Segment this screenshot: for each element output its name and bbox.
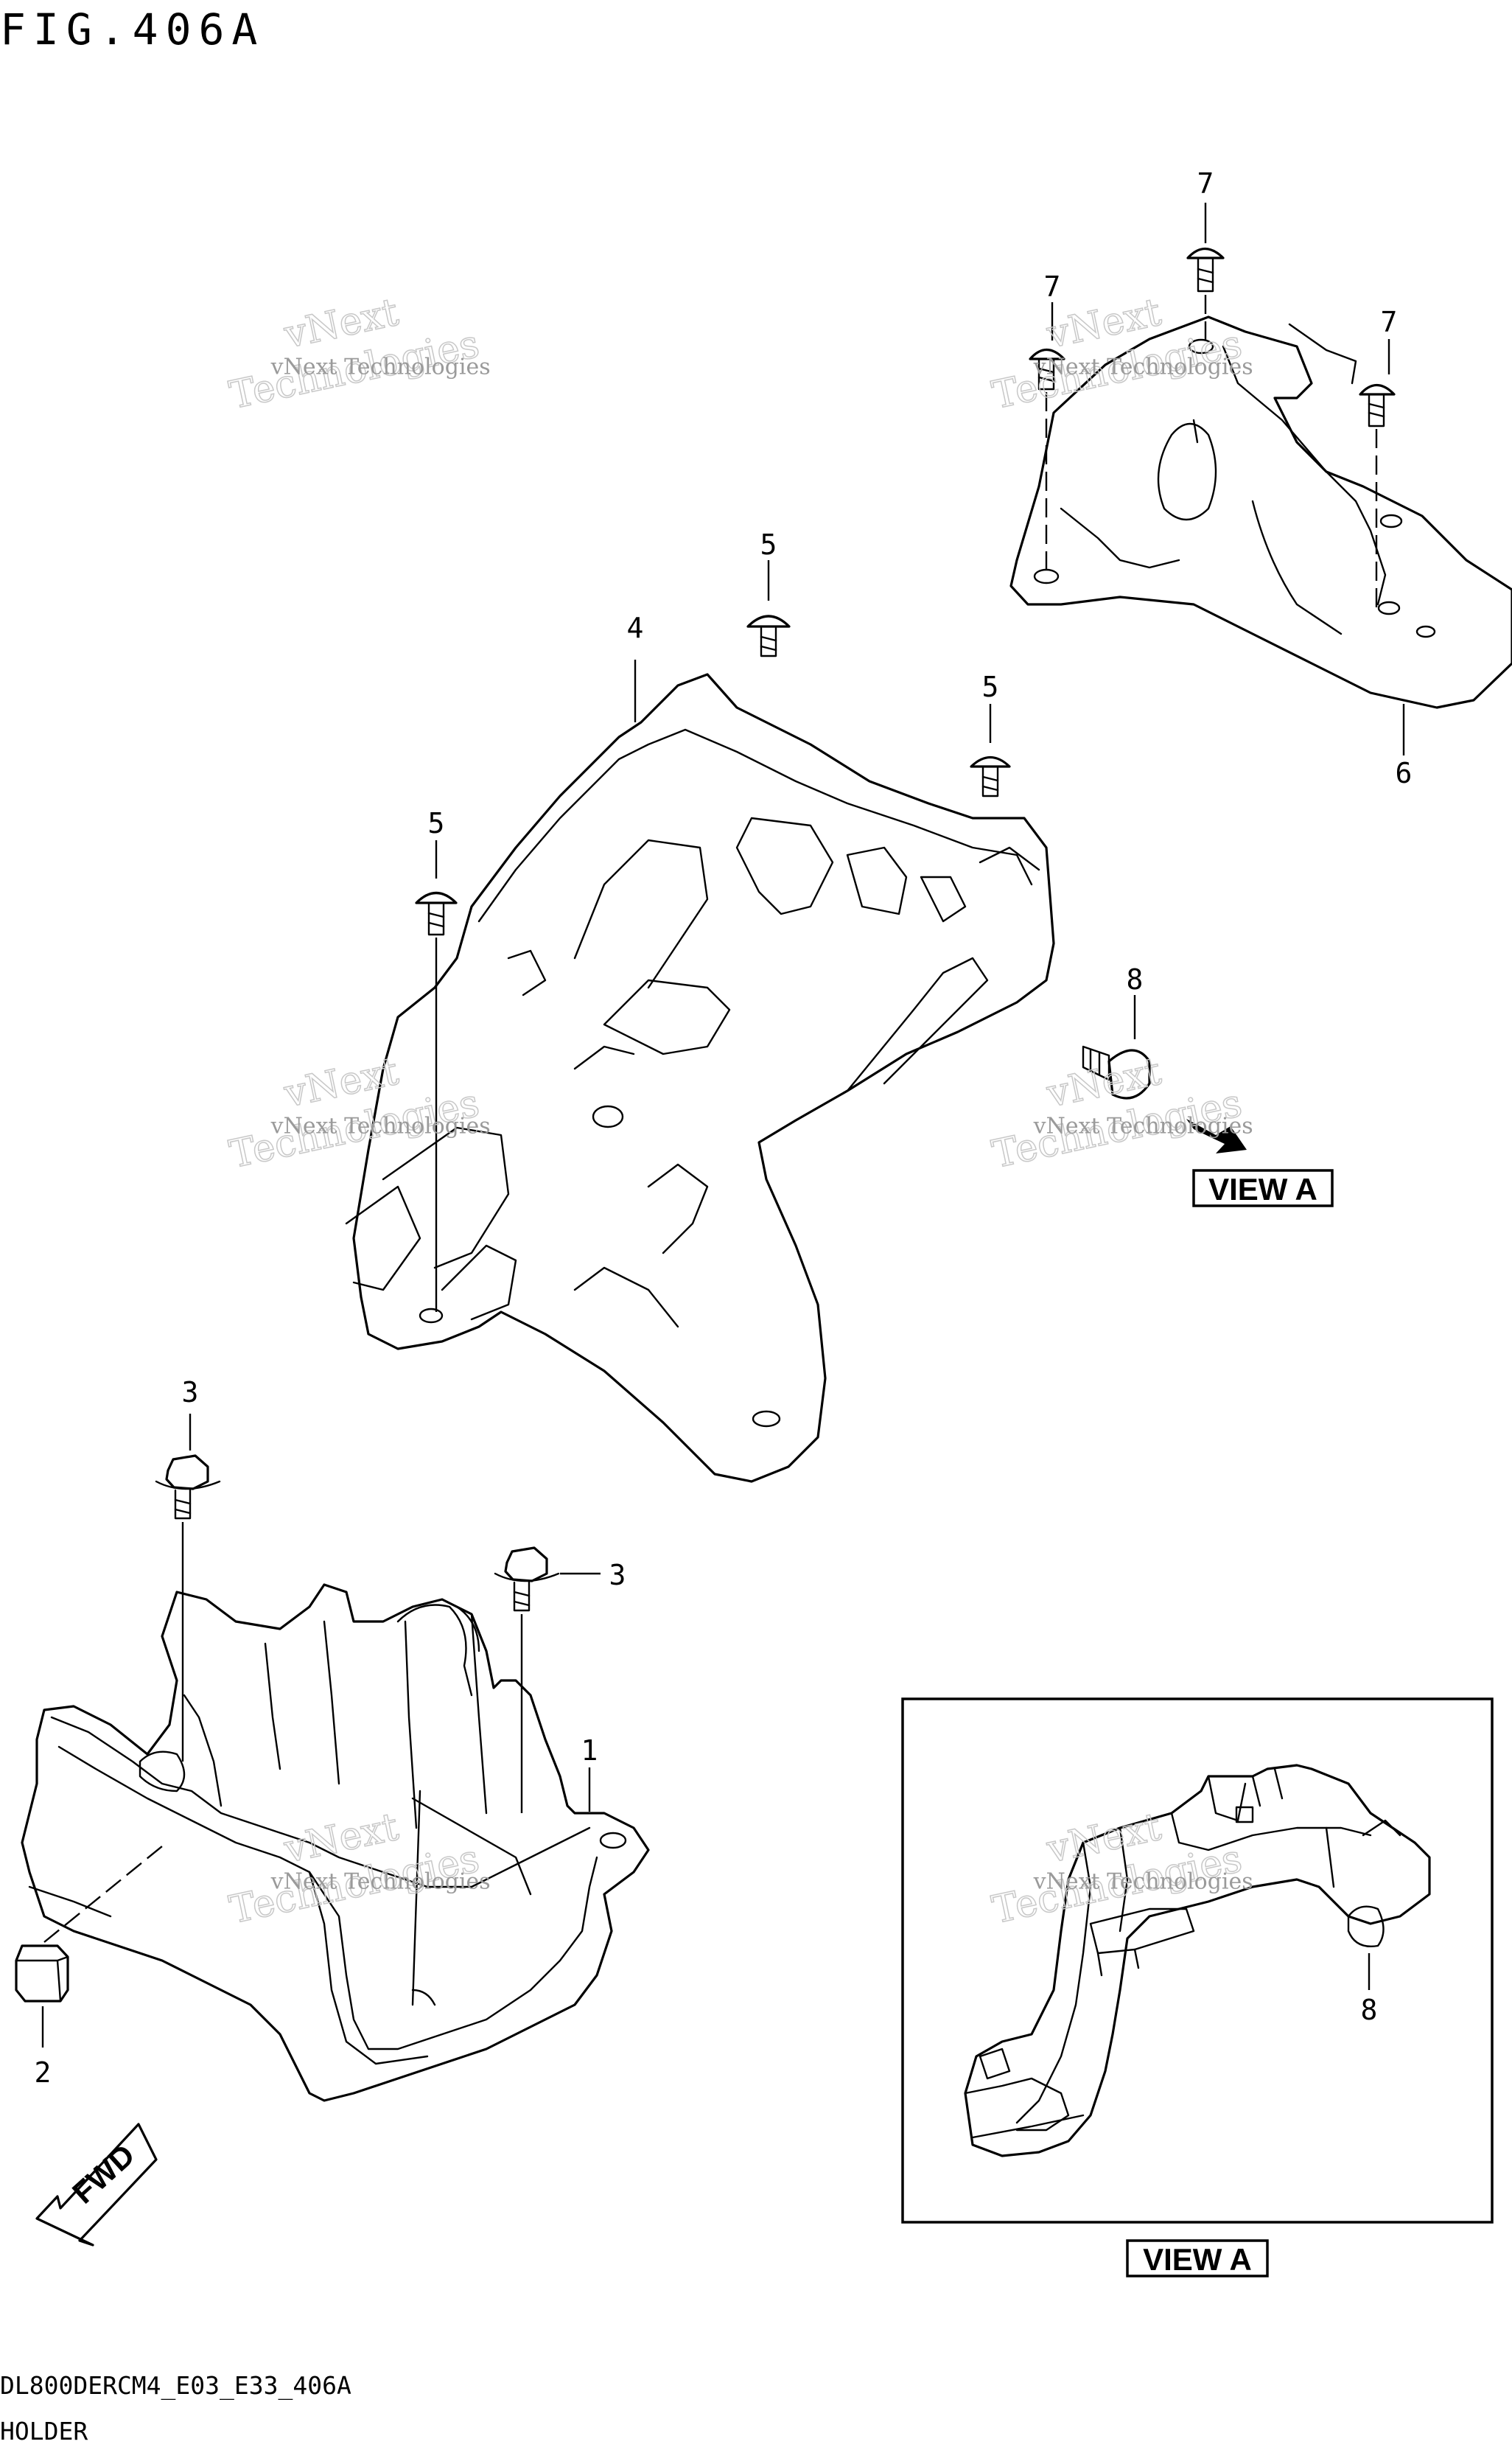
callout-1: 1 [581,1734,598,1767]
view-a-arrow [1186,1119,1247,1153]
svg-text:vNext Technologies: vNext Technologies [1033,1114,1253,1139]
view-a-inset-label: VIEW A [1143,2242,1252,2277]
bolt-3-right [494,1546,560,1612]
bolt-5-top [746,615,791,657]
fwd-arrow-icon: FWD [35,2123,158,2247]
callout-7-right: 7 [1381,306,1398,338]
svg-text:vNext Technologies: vNext Technologies [270,1114,491,1139]
view-a-arrow-label: VIEW A [1208,1172,1317,1207]
callout-8-inset: 8 [1361,1994,1378,2026]
part-4-holder [345,673,1055,1483]
fwd-label: FWD [66,2137,141,2210]
clip-8-upper [1082,1045,1151,1100]
watermark-mid-right: vNext Technologies vNext Technologies [988,1049,1253,1178]
view-a-inset-box [1126,2239,1269,2277]
callout-8-upper: 8 [1127,963,1144,996]
svg-text:vNext Technologies: vNext Technologies [270,1869,491,1895]
svg-text:vNext Technologies: vNext Technologies [1033,355,1253,380]
view-a-inset-frame [901,1697,1494,2224]
bolt-3-left [155,1454,221,1520]
watermark-bottom-left: vNext Technologies vNext Technologies [225,1804,491,1933]
watermark-top-right: vNext Technologies vNext Technologies [988,290,1253,419]
callout-3-right: 3 [609,1559,626,1591]
svg-text:vNext Technologies: vNext Technologies [1033,1869,1253,1895]
part-1-tray [21,1583,650,2102]
callout-6: 6 [1396,757,1413,789]
watermark-mid-left: vNext Technologies vNext Technologies [225,1049,491,1178]
callout-7-left: 7 [1044,270,1061,303]
leader-2-dash [43,1846,163,1943]
view-a-arrow-box [1192,1169,1334,1207]
callout-4: 4 [627,612,644,644]
callout-5-left: 5 [428,807,445,839]
bolt-5-left [415,892,458,936]
figure-title: FIG.406A [0,4,265,55]
part-2-cushion [15,1944,69,2003]
watermark-top-left: vNext Technologies vNext Technologies [225,290,491,419]
bolt-7-right [1359,383,1396,427]
figure-caption: HOLDER [0,2417,88,2446]
part-6-bracket [1009,315,1512,709]
callout-5-top: 5 [760,528,777,561]
view-a-inset-detail [964,1764,1431,2157]
callout-5-right: 5 [982,671,999,703]
bolt-7-left [1029,348,1065,391]
callout-3-left: 3 [182,1376,199,1408]
callout-2: 2 [35,2056,52,2089]
svg-text:vNext Technologies: vNext Technologies [270,355,491,380]
bolt-5-right [970,756,1011,797]
bolt-7-center [1186,247,1225,293]
callout-7-center: 7 [1197,167,1214,200]
drawing-code: DL800DERCM4_E03_E33_406A [0,2371,351,2401]
